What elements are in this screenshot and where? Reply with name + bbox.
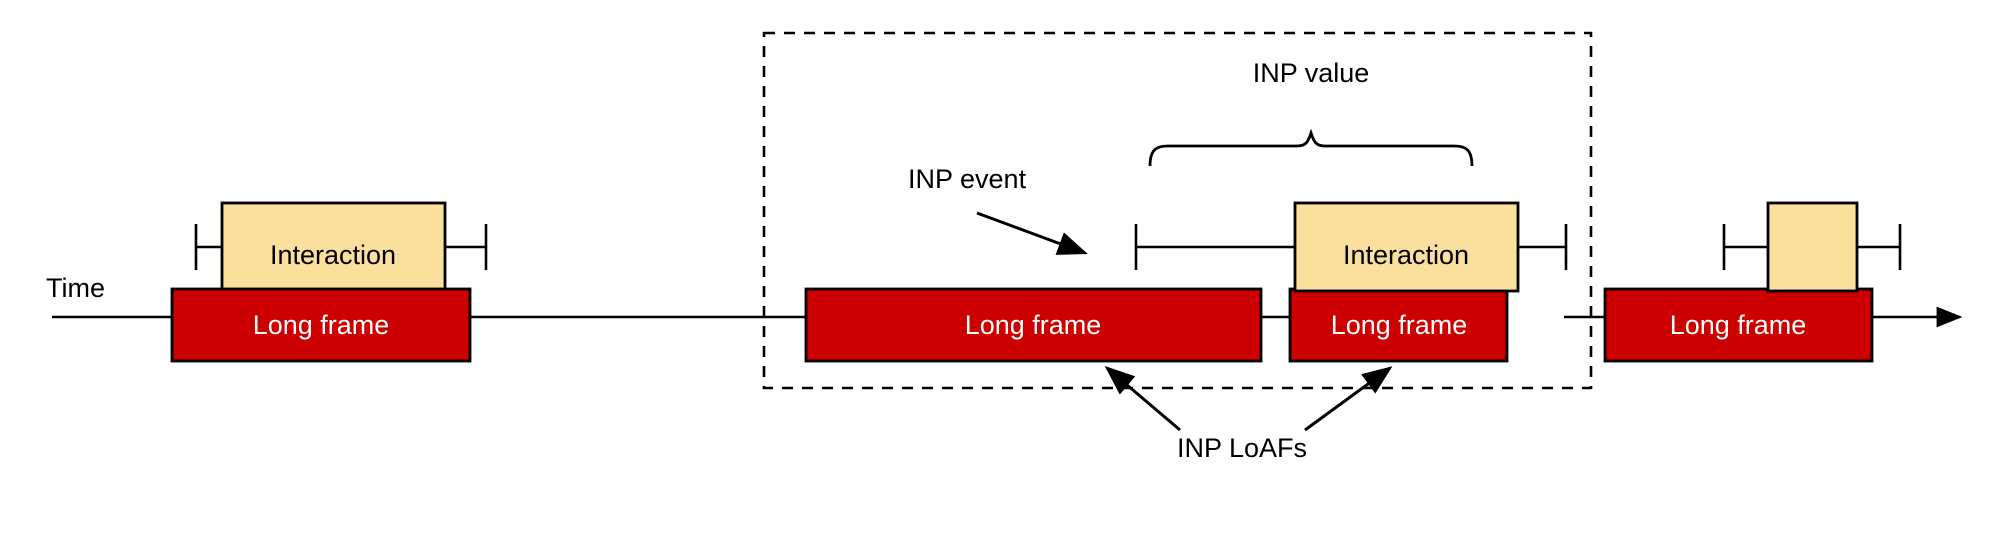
frame-group-1: Interaction Long frame — [170, 201, 488, 363]
inp-region-dashed-box — [762, 31, 1593, 390]
interaction-box-1-label: Interaction — [270, 240, 396, 270]
inp-value-brace-path — [1148, 128, 1474, 167]
long-frame-2-label: Long frame — [965, 310, 1102, 340]
inp-loafs-arrow-right — [1304, 366, 1393, 432]
long-frame-3-rect[interactable] — [1288, 287, 1509, 363]
long-frame-1[interactable]: Long frame — [170, 287, 472, 363]
interaction-box-2-label: Interaction — [1343, 240, 1469, 270]
inp-loafs-arrow-left — [1104, 366, 1181, 432]
inp-value-brace — [1148, 128, 1474, 167]
interaction-box-1-rect[interactable] — [220, 201, 447, 293]
time-axis-label: Time — [46, 273, 105, 303]
interaction-box-2[interactable]: Interaction — [1293, 201, 1520, 293]
interaction-box-2-rect[interactable] — [1293, 201, 1520, 293]
long-frame-4[interactable]: Long frame — [1603, 287, 1874, 363]
interaction-box-3-rect[interactable] — [1766, 201, 1859, 293]
frame-group-3: Long frame — [1603, 201, 1902, 363]
long-frame-4-label: Long frame — [1670, 310, 1807, 340]
inp-event-label: INP event — [908, 164, 1027, 194]
long-frame-2-rect[interactable] — [804, 287, 1263, 363]
long-frame-3[interactable]: Long frame — [1288, 287, 1509, 363]
long-frame-1-label: Long frame — [253, 310, 390, 340]
long-frame-1-rect[interactable] — [170, 287, 472, 363]
long-frame-3-label: Long frame — [1331, 310, 1468, 340]
frame-group-2: Long frame Long frame Interaction — [804, 201, 1568, 363]
interaction-box-3[interactable] — [1766, 201, 1859, 293]
inp-value-label: INP value — [1253, 58, 1370, 88]
measure-bar-3 — [1722, 224, 1902, 270]
inp-event-arrow — [976, 211, 1088, 255]
interaction-box-1[interactable]: Interaction — [220, 201, 447, 293]
inp-loafs-label: INP LoAFs — [1177, 433, 1307, 463]
long-frame-2[interactable]: Long frame — [804, 287, 1263, 363]
long-frame-4-rect[interactable] — [1603, 287, 1874, 363]
